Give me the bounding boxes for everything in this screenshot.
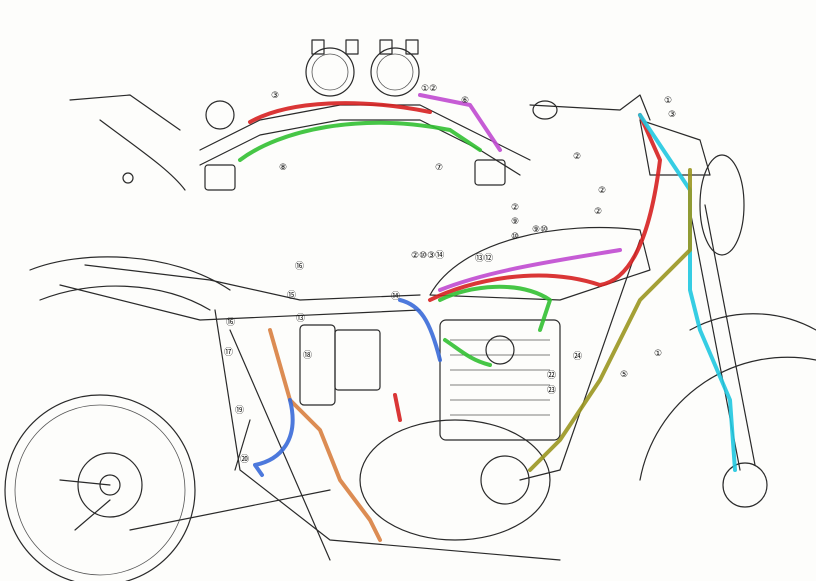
engine — [359, 319, 561, 541]
callout-label: ① — [664, 96, 673, 106]
callout-label: ㉒ — [547, 371, 557, 381]
callout-label: ⑲ — [235, 406, 245, 416]
callout-label: ③ — [668, 110, 677, 120]
callout-label: ⑯ — [295, 262, 305, 272]
callout-label: ㉔ — [573, 352, 583, 362]
callout-label: ⑬ — [296, 314, 306, 324]
callout-label: ① — [654, 349, 663, 359]
callout-label: ⑦ — [435, 163, 444, 173]
callout-label: ⑰ — [224, 348, 234, 358]
olive-cable — [528, 168, 692, 472]
callout-label: ③ — [271, 91, 280, 101]
rear-shock — [234, 419, 251, 471]
callout-label: ⑤ — [620, 370, 629, 380]
handlebar-inset — [69, 39, 531, 191]
red-cable-lower — [428, 113, 662, 302]
frame-top-rail — [84, 264, 421, 301]
rear-fender — [29, 256, 231, 291]
red-cable-short — [393, 393, 402, 422]
swing-arm — [129, 489, 331, 531]
callout-label: ②⑩③⑭ — [411, 251, 445, 261]
orange-cable — [268, 328, 382, 542]
rear-wheel — [4, 394, 196, 581]
callout-label: ㉓ — [547, 386, 557, 396]
red-cable-upper — [248, 101, 432, 124]
callout-label: ② — [598, 186, 607, 196]
callout-label: ⑱ — [303, 351, 313, 361]
blue-cable-rear — [253, 398, 295, 477]
callout-label: ⑧ — [279, 163, 288, 173]
callout-label: ⑭ — [391, 292, 401, 302]
callout-label: ② — [594, 207, 603, 217]
callout-label: ⑮ — [287, 291, 297, 301]
callout-label: ⑨⑩ — [532, 225, 549, 235]
front-wheel — [639, 313, 816, 508]
frame-down-tube — [519, 239, 641, 481]
magenta-cable-upper — [418, 93, 502, 152]
callout-label: ⑨ — [511, 217, 520, 227]
callout-label: ② — [573, 152, 582, 162]
callout-label: ⑥ — [461, 96, 470, 106]
callout-label: ⑩ — [511, 232, 520, 242]
callout-label: ⑬⑫ — [475, 254, 494, 264]
right-handlebar — [529, 94, 651, 121]
green-cable-upper — [238, 120, 482, 162]
battery — [334, 329, 381, 391]
headlamp — [699, 154, 745, 256]
callout-label: ⑯ — [226, 318, 236, 328]
callout-label: ② — [511, 203, 520, 213]
cyan-cable — [638, 113, 737, 472]
blue-cable-front — [398, 298, 442, 362]
green-cable-lower — [438, 284, 552, 367]
callout-label: ⑳ — [240, 455, 250, 465]
callout-label: ①② — [421, 84, 438, 94]
magenta-cable-lower — [438, 248, 622, 292]
fuel-tank — [429, 226, 651, 301]
